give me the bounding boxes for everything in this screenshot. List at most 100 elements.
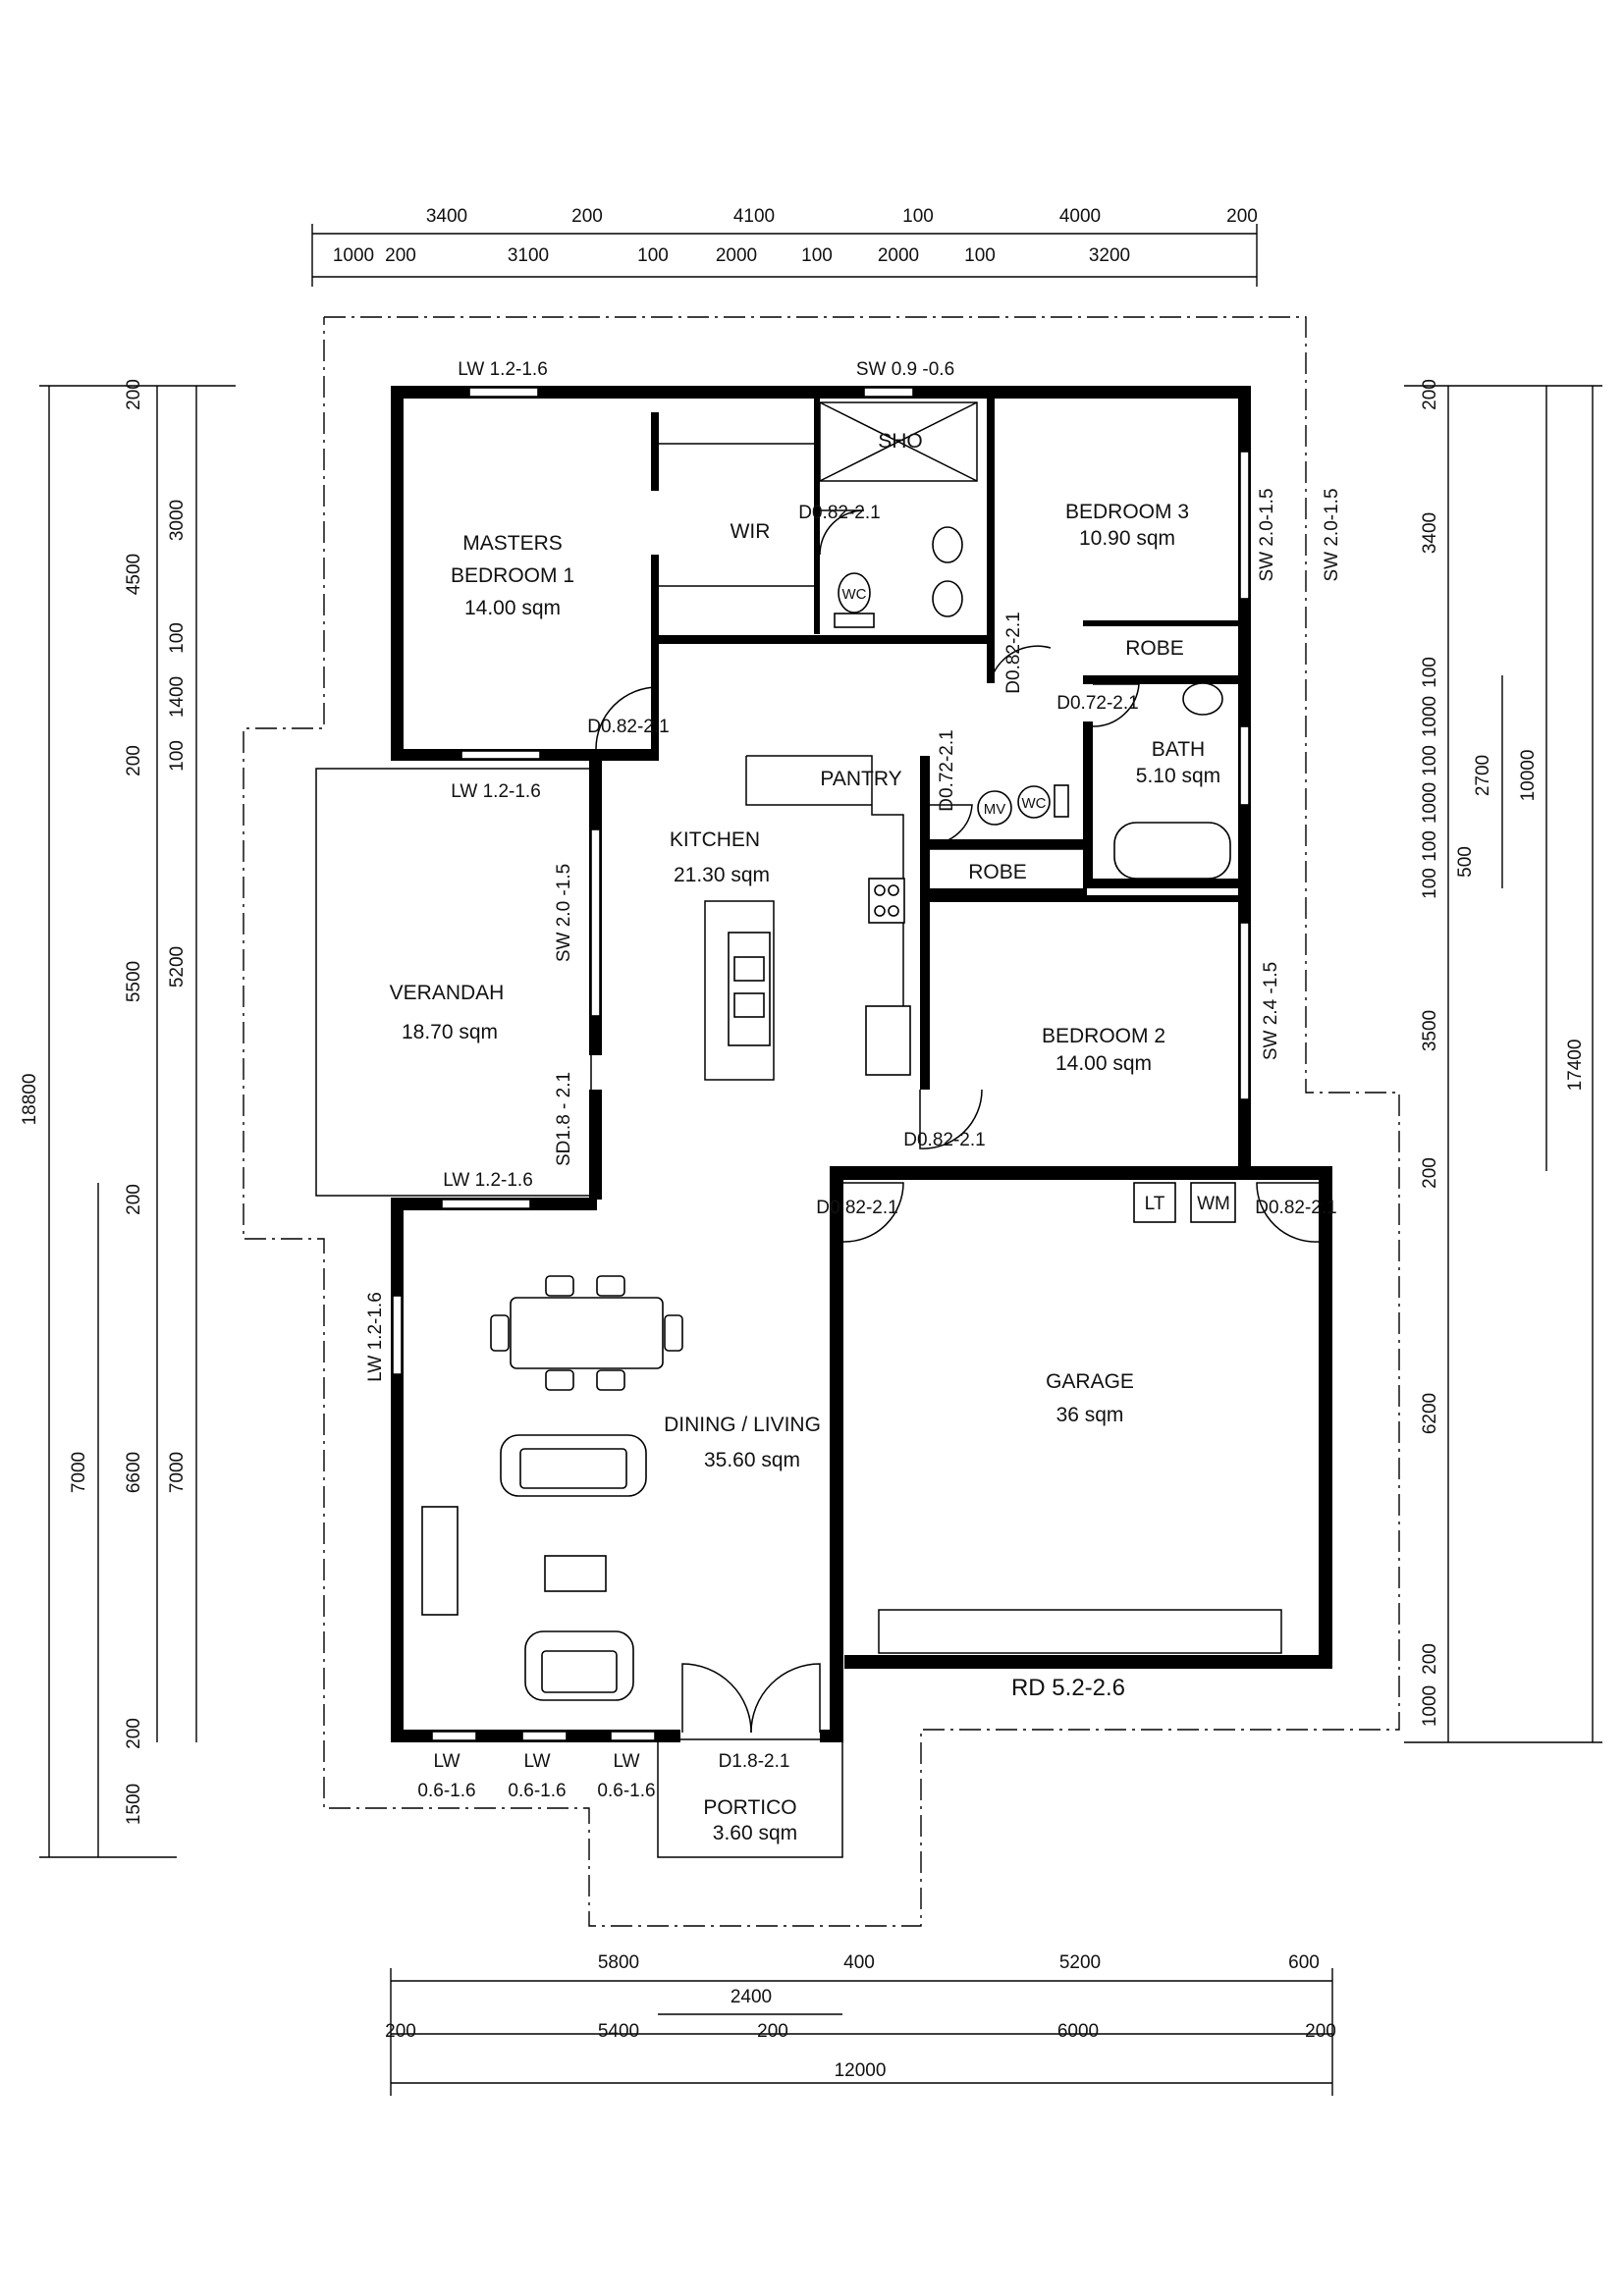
sw-bed2: SW 2.4 -1.5 [1261, 962, 1281, 1060]
dim-left-c2-2: 1500 [124, 1784, 144, 1825]
lw-dining-top: LW 1.2-1.6 [443, 1170, 533, 1191]
kitchen-name: KITCHEN [670, 828, 760, 851]
dim-top-r2-6: 100 [801, 245, 833, 266]
pantry-label: PANTRY [820, 768, 901, 790]
dim-right-2: 3400 [1420, 512, 1440, 554]
dim-left-c3-1: 200 [124, 379, 144, 410]
verandah-name: VERANDAH [390, 982, 505, 1004]
d-bath: D0.72-2.1 [1056, 693, 1138, 714]
dim-bot-10: 200 [1305, 2021, 1336, 2042]
d-ensuite: D0.82-2.1 [798, 503, 880, 523]
portico-name: PORTICO [703, 1796, 796, 1819]
d-bed3: D0.82-2.1 [1003, 612, 1024, 693]
dim-right-7: 100 [1420, 830, 1440, 862]
bath-area: 5.10 sqm [1136, 765, 1220, 787]
lw-front-1a: LW [433, 1751, 460, 1772]
dim-top-r2-8: 100 [964, 245, 996, 266]
masters-name-1: MASTERS [462, 532, 563, 555]
lw-front-2b: 0.6-1.6 [508, 1781, 566, 1801]
dim-left-c4-1: 3000 [167, 500, 188, 541]
dim-bot-2: 400 [843, 1952, 875, 1973]
sho-label: SHO [878, 430, 923, 453]
dim-bot-4: 600 [1288, 1952, 1320, 1973]
kitchen-area: 21.30 sqm [674, 864, 770, 886]
dim-bot-8: 200 [757, 2021, 788, 2042]
dim-bot-1: 5800 [598, 1952, 639, 1973]
robe-lower-label: ROBE [968, 861, 1027, 883]
sw-ensuite-top: SW 0.9 -0.6 [856, 359, 954, 380]
sw-verandah: SW 2.0 -1.5 [554, 864, 574, 962]
dim-right-c4: 17400 [1565, 1040, 1586, 1092]
dim-top-r2-5: 2000 [716, 245, 757, 266]
dim-right-10: 200 [1420, 1157, 1440, 1189]
portico-area: 3.60 sqm [713, 1822, 797, 1844]
dim-top-r2-9: 3200 [1089, 245, 1130, 266]
furniture [421, 526, 1236, 1701]
garage-name: GARAGE [1046, 1370, 1134, 1393]
dim-left-total: 18800 [20, 1074, 40, 1126]
dim-top-4: 100 [902, 206, 934, 227]
bedroom2-name: BEDROOM 2 [1042, 1025, 1165, 1047]
bedroom3-name: BEDROOM 3 [1065, 501, 1189, 523]
dim-left-c4-6: 7000 [167, 1452, 188, 1493]
dim-bot-11: 12000 [835, 2060, 887, 2081]
dim-left-c3-2: 4500 [124, 554, 144, 595]
bedroom3-area: 10.90 sqm [1079, 527, 1175, 550]
dim-left-c3-4: 5500 [124, 961, 144, 1002]
garage-area: 36 sqm [1056, 1404, 1124, 1426]
dim-top-5: 4000 [1059, 206, 1101, 227]
dim-left-c4-4: 100 [167, 740, 188, 772]
dim-bot-7: 5400 [598, 2021, 639, 2042]
dim-top-3: 4100 [733, 206, 775, 227]
dim-top-r2-4: 100 [637, 245, 669, 266]
lw-masters-bottom: LW 1.2-1.6 [451, 781, 541, 802]
dim-left-c3-3: 200 [124, 745, 144, 776]
d-wc: D0.72-2.1 [937, 729, 957, 811]
dim-right-3: 100 [1420, 657, 1440, 688]
eaves-line [243, 316, 1400, 1927]
verandah-area: 18.70 sqm [402, 1021, 498, 1043]
sw-outer-right: SW 2.0-1.5 [1322, 488, 1342, 581]
dim-top-6: 200 [1226, 206, 1258, 227]
rd-garage: RD 5.2-2.6 [1011, 1675, 1125, 1701]
sw-bed3-right: SW 2.0-1.5 [1257, 488, 1277, 581]
dim-top-r2-2: 200 [385, 245, 416, 266]
dim-left-c3-7: 200 [124, 1718, 144, 1749]
dining-name: DINING / LIVING [664, 1414, 821, 1436]
lt-label: LT [1145, 1194, 1165, 1214]
wm-label: WM [1197, 1194, 1230, 1214]
dim-left-c4-5: 5200 [167, 946, 188, 988]
dim-right-c2-1: 2700 [1473, 755, 1493, 796]
robe-upper-label: ROBE [1125, 637, 1184, 660]
dim-bot-5: 2400 [731, 1987, 772, 2007]
dim-right-c3: 10000 [1518, 750, 1539, 802]
dim-right-1: 200 [1420, 379, 1440, 410]
d-garage-left: D0.82-2.1 [816, 1198, 897, 1218]
wc-ensuite-label: WC [842, 586, 867, 603]
dim-right-13: 1000 [1420, 1685, 1440, 1727]
lw-front-2a: LW [523, 1751, 550, 1772]
sd-verandah: SD1.8 - 2.1 [554, 1072, 574, 1166]
wir-label: WIR [731, 520, 771, 543]
dim-right-4: 1000 [1420, 696, 1440, 737]
dim-top-r2-1: 1000 [333, 245, 374, 266]
dim-left-c3-6: 6600 [124, 1452, 144, 1493]
dim-top-1: 3400 [426, 206, 467, 227]
opening-labels: LW 1.2-1.6 SW 0.9 -0.6 D0.82-2.1 D0.82-2… [365, 359, 1342, 1801]
lw-front-1b: 0.6-1.6 [417, 1781, 475, 1801]
room-labels: MASTERS BEDROOM 1 14.00 sqm WIR SHO BEDR… [390, 430, 1230, 1844]
dimension-lines [39, 224, 1602, 2096]
dim-right-8: 100 [1420, 868, 1440, 899]
dining-area: 35.60 sqm [704, 1449, 800, 1471]
dim-left-c2-1: 7000 [69, 1452, 89, 1493]
dim-bot-6: 200 [385, 2021, 416, 2042]
dim-top-2: 200 [571, 206, 603, 227]
dim-top-r2-3: 3100 [508, 245, 549, 266]
dim-bot-9: 6000 [1057, 2021, 1099, 2042]
bedroom2-area: 14.00 sqm [1056, 1052, 1152, 1075]
dimension-labels: 3400 200 4100 100 4000 200 1000 200 3100… [20, 206, 1586, 2081]
d-masters: D0.82-2.1 [587, 717, 669, 737]
dim-top-r2-7: 2000 [878, 245, 919, 266]
d-garage-right: D0.82-2.1 [1255, 1198, 1336, 1218]
